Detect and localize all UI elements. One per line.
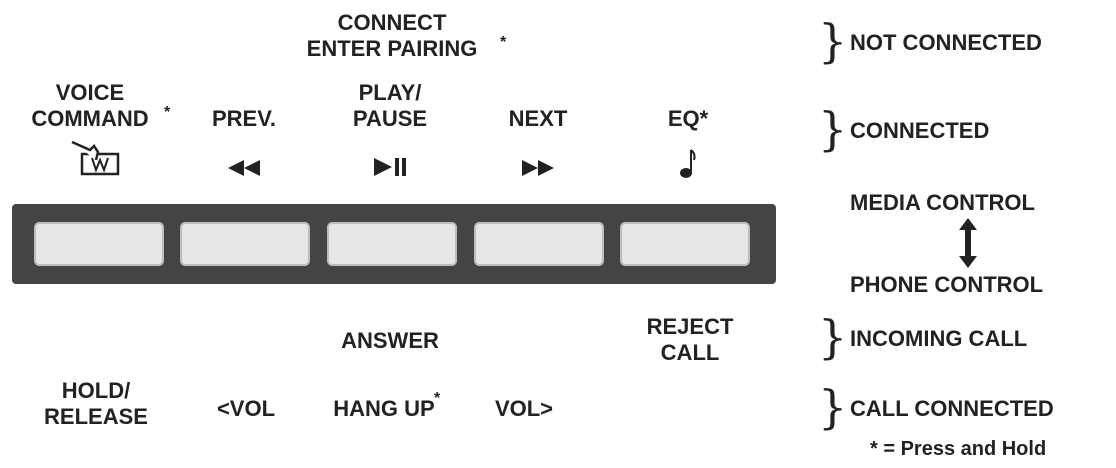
button-panel xyxy=(12,204,776,284)
prev-label: PREV. xyxy=(212,106,276,132)
answer-text: ANSWER xyxy=(341,328,439,353)
vol-up-label: VOL> xyxy=(495,396,553,422)
play-pause-icon xyxy=(372,156,408,183)
not-connected-label: NOT CONNECTED xyxy=(850,30,1042,55)
eq-button[interactable] xyxy=(620,222,750,266)
reject-call-label: REJECT CALL xyxy=(647,314,734,366)
media-control-label: MEDIA CONTROL xyxy=(850,190,1035,215)
connect-line2: ENTER PAIRING xyxy=(306,36,478,61)
play-pause-label: PLAY/ PAUSE xyxy=(353,80,427,132)
call-connected-brace: } xyxy=(818,380,848,434)
phone-control-label: PHONE CONTROL xyxy=(850,272,1044,297)
voice-command-hand-icon xyxy=(70,138,130,185)
connect-label: CONNECT ENTER PAIRING xyxy=(307,10,478,62)
eq-text: EQ* xyxy=(667,106,709,131)
prev-text: PREV. xyxy=(211,106,277,131)
eq-label: EQ* xyxy=(668,106,708,132)
play-line1: PLAY/ xyxy=(358,80,422,105)
next-button[interactable] xyxy=(474,222,604,266)
music-note-icon xyxy=(678,146,698,187)
hold-line1: HOLD/ xyxy=(61,378,131,403)
double-arrow-icon xyxy=(958,218,978,273)
play-pause-button[interactable] xyxy=(327,222,457,266)
press-and-hold-note: * = Press and Hold xyxy=(870,438,1047,460)
reject-line2: CALL xyxy=(660,340,720,365)
voice-line2: COMMAND xyxy=(31,106,149,131)
voice-line1: VOICE xyxy=(55,80,125,105)
hang-up-label: HANG UP xyxy=(333,396,434,422)
call-connected-label: CALL CONNECTED xyxy=(850,396,1054,421)
next-label: NEXT xyxy=(509,106,568,132)
play-line2: PAUSE xyxy=(352,106,428,131)
voice-command-label: VOICE COMMAND xyxy=(31,80,148,132)
voice-asterisk: * xyxy=(164,104,171,121)
voice-command-button[interactable] xyxy=(34,222,164,266)
hold-release-label: HOLD/ RELEASE xyxy=(44,378,148,430)
rewind-icon xyxy=(226,158,262,183)
reject-line1: REJECT xyxy=(646,314,734,339)
prev-button[interactable] xyxy=(180,222,310,266)
answer-label: ANSWER xyxy=(341,328,439,354)
connected-brace: } xyxy=(818,102,848,156)
vol-down-text: <VOL xyxy=(216,396,276,421)
vol-up-text: VOL> xyxy=(494,396,554,421)
connect-line1: CONNECT xyxy=(337,10,447,35)
connect-asterisk: * xyxy=(500,34,507,51)
hang-up-text: HANG UP xyxy=(333,396,435,421)
fast-forward-icon xyxy=(520,158,556,183)
connected-label: CONNECTED xyxy=(850,118,990,143)
vol-down-label: <VOL xyxy=(217,396,275,422)
incoming-call-label: INCOMING CALL xyxy=(850,326,1028,351)
hold-line2: RELEASE xyxy=(44,404,148,429)
next-text: NEXT xyxy=(508,106,568,131)
hang-up-asterisk: * xyxy=(434,390,441,407)
incoming-call-brace: } xyxy=(818,310,848,364)
not-connected-brace: } xyxy=(818,14,848,68)
